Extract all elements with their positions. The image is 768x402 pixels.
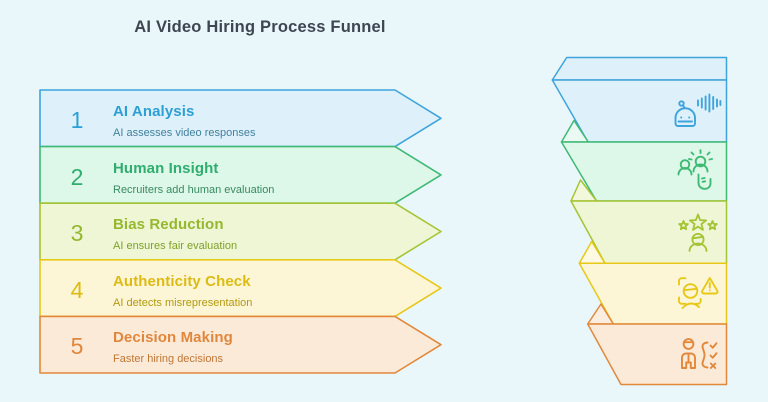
funnel-stage-5-arrow — [39, 315, 442, 374]
step-title: Authenticity Check — [113, 272, 251, 290]
funnel-step-1: 1 AI Analysis AI assesses video response… — [0, 90, 450, 147]
identity-verification-icon — [678, 277, 719, 309]
step-number: 1 — [70, 107, 84, 133]
step-subtitle: Faster hiring decisions — [113, 353, 224, 366]
step-subtitle: AI assesses video responses — [113, 127, 256, 139]
funnel-step-3: 3 Bias Reduction AI ensures fair evaluat… — [0, 203, 450, 260]
step-number: 3 — [70, 220, 84, 247]
ribbon-segment-5 — [586, 323, 728, 386]
step-number: 2 — [70, 163, 84, 190]
step-number: 5 — [70, 333, 84, 360]
decision-checklist-icon — [681, 338, 718, 369]
step-subtitle: Recruiters add human evaluation — [113, 183, 275, 196]
funnel-stage-2-arrow — [39, 145, 442, 204]
step-title: Human Insight — [113, 159, 219, 177]
step-number: 4 — [70, 276, 84, 303]
funnel-stage-1-arrow — [39, 89, 442, 148]
funnel-stage-3-arrow — [39, 202, 442, 261]
funnel-step-4: 4 Authenticity Check AI detects misrepre… — [0, 260, 450, 317]
fair-rating-icon — [678, 213, 718, 252]
recruiter-evaluation-icon — [677, 149, 713, 190]
step-subtitle: AI ensures fair evaluation — [113, 240, 238, 253]
funnel-step-5: 5 Decision Making Faster hiring decision… — [0, 316, 450, 373]
step-subtitle: AI detects misrepresentation — [113, 296, 253, 309]
robot-voice-icon — [674, 93, 722, 127]
step-title: AI Analysis — [113, 103, 195, 120]
funnel-step-2: 2 Human Insight Recruiters add human eva… — [0, 147, 450, 204]
step-title: Decision Making — [113, 329, 233, 347]
ribbon-top-band — [551, 56, 728, 81]
step-title: Bias Reduction — [113, 216, 224, 234]
funnel-stage-4-arrow — [39, 259, 442, 318]
page-title: AI Video Hiring Process Funnel — [134, 18, 386, 36]
